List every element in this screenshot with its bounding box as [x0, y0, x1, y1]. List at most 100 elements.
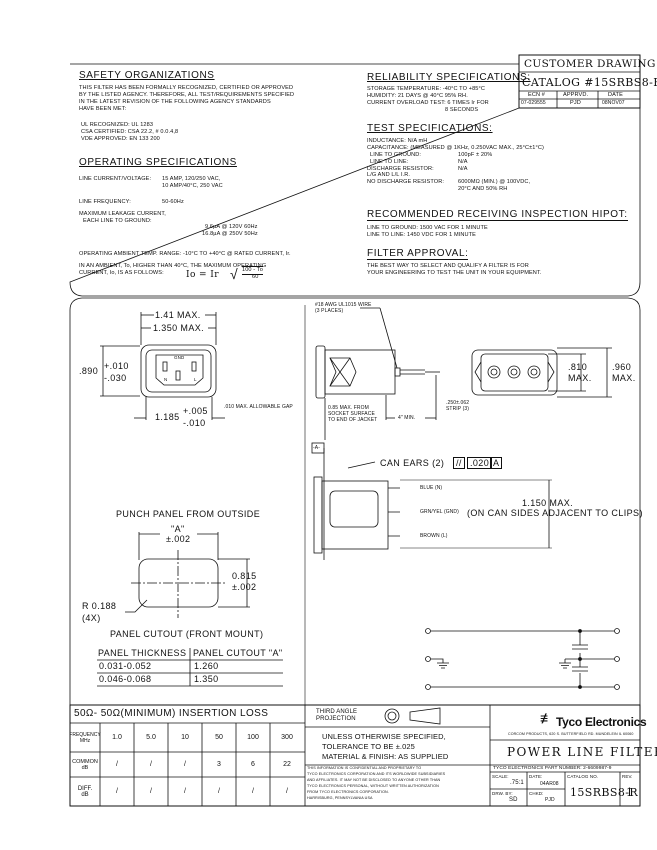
- scale-value: .75:1: [510, 780, 524, 786]
- ecn-header: ECN #: [528, 92, 545, 98]
- formula-numerator: 100 - To: [242, 266, 263, 275]
- cutout-value: 1.350: [194, 674, 219, 684]
- dim-1-350: 1.350 MAX.: [153, 323, 205, 333]
- dim-1-150-note: (ON CAN SIDES ADJACENT TO CLIPS): [467, 508, 643, 518]
- gap-note: .010 MAX. ALLOWABLE GAP: [224, 404, 293, 410]
- ambient-text: IN AN AMBIENT, To, HIGHER THAN 40°C, THE…: [79, 263, 267, 269]
- formula-denominator: 60: [252, 274, 259, 280]
- wire-grn-yel: GRN/YEL (GND): [420, 509, 459, 515]
- socket-note: TO END OF JACKET: [328, 417, 378, 423]
- safety-text: BY THE LISTED AGENCY. THEREFORE, ALL TES…: [79, 92, 295, 98]
- fcf-reference: A: [490, 457, 503, 469]
- test-row-value: 100pF ± 20%: [458, 152, 493, 158]
- rev-label: REV.: [622, 774, 633, 779]
- tolerance-note: UNLESS OTHERWISE SPECIFIED,: [322, 732, 446, 741]
- test-line: INDUCTANCE: N/A mH: [367, 138, 428, 144]
- dim-810-max: MAX.: [568, 373, 592, 383]
- label: DIFF.: [77, 785, 93, 792]
- test-row-value: N/A: [458, 166, 468, 172]
- wire-blue: BLUE (N): [420, 485, 443, 491]
- approval-line: THE BEST WAY TO SELECT AND QUALIFY A FIL…: [367, 263, 529, 269]
- test-row-label: NO DISCHARGE RESISTOR:: [367, 179, 445, 185]
- checked-label: CHKD:: [529, 791, 544, 796]
- tol-890-minus: -.030: [104, 373, 127, 383]
- catalog-value: 15SRBS8-R: [570, 786, 639, 799]
- date-header: DATE: [608, 92, 623, 98]
- dim-960: .960: [612, 362, 632, 372]
- insertion-freq-cell: 1.0: [112, 734, 122, 741]
- radius-label: R 0.188: [82, 601, 117, 611]
- test-row-label: LINE TO LINE:: [370, 159, 409, 165]
- confidential-note: TYCO ELECTRONICS CORPORATION AND ITS WOR…: [307, 772, 446, 776]
- insertion-common-cell: /: [184, 761, 186, 768]
- material-note: MATERIAL & FINISH: AS SUPPLIED: [322, 752, 449, 761]
- insertion-title: 50Ω- 50Ω(MINIMUM) INSERTION LOSS: [74, 708, 269, 719]
- a-tolerance: ±.002: [166, 534, 191, 544]
- pin-n-label: N: [164, 377, 168, 382]
- socket-note: 0.85 MAX. FROM: [328, 405, 369, 411]
- dim-890: .890: [79, 366, 99, 376]
- unit: dB: [81, 791, 89, 798]
- agency-ul: UL RECOGNIZED: UL 1283: [81, 122, 154, 128]
- wire-brown: BROWN (L): [420, 533, 448, 539]
- hipot-line: LINE TO GROUND: 1500 VAC FOR 1 MINUTE: [367, 225, 488, 231]
- wire-note: (3 PLACES): [315, 308, 344, 314]
- insertion-common-cell: 6: [251, 761, 255, 768]
- tolerance-note: TOLERANCE TO BE ±.025: [322, 742, 415, 751]
- insertion-freq-cell: 50: [215, 734, 223, 741]
- rev-value: 1: [626, 786, 634, 799]
- safety-title: SAFETY ORGANIZATIONS: [79, 70, 215, 81]
- test-row-label: L/G AND L/L I.R.: [367, 172, 411, 178]
- dim-1-150: 1.150 MAX.: [522, 498, 574, 508]
- freq-label: LINE FREQUENCY:: [79, 199, 131, 205]
- fcf-value: .020: [467, 457, 493, 469]
- operating-title: OPERATING SPECIFICATIONS: [79, 157, 237, 168]
- approval-title: FILTER APPROVAL:: [367, 248, 469, 260]
- projection-label: PROJECTION: [316, 716, 356, 722]
- drawn-by-label: DRW. BY:: [492, 791, 513, 796]
- dim-960-max: MAX.: [612, 373, 636, 383]
- customer-drawing-title: CUSTOMER DRAWING: [524, 58, 656, 70]
- unit: dB: [81, 764, 89, 771]
- reliability-line: CURRENT OVERLOAD TEST: 6 TIMES Ir FOR: [367, 100, 489, 106]
- reliability-line: HUMIDITY: 21 DAYS @ 40°C 95% RH.: [367, 93, 468, 99]
- cutout-thickness: 0.046-0.068: [99, 674, 152, 684]
- approval-line: YOUR ENGINEERING TO TEST THE UNIT IN YOU…: [367, 270, 542, 276]
- cutout-thickness: 0.031-0.052: [99, 661, 152, 671]
- dim-810: .810: [568, 362, 588, 372]
- test-row-value: 20°C AND 50% RH: [458, 186, 508, 192]
- dim-1-41: 1.41 MAX.: [155, 310, 201, 320]
- cutout-value: 1.260: [194, 661, 219, 671]
- catalog-number: CATALOG #15SRBS8-R: [522, 76, 657, 89]
- ambient-text: OPERATING AMBIENT TEMP. RANGE: -10°C TO …: [79, 251, 291, 257]
- label: FREQUENCY: [69, 731, 101, 738]
- ambient-text: CURRENT, Io, IS AS FOLLOWS:: [79, 270, 164, 276]
- radius-count: (4X): [82, 613, 101, 623]
- top-panel-border: [69, 63, 641, 297]
- confidential-note: TYCO ELECTRONICS PERSONAL, WITHOUT WRITT…: [307, 784, 439, 788]
- punch-title: PUNCH PANEL FROM OUTSIDE: [116, 509, 261, 519]
- tol-1185-minus: -.010: [183, 418, 206, 428]
- insertion-freq-cell: 100: [247, 734, 259, 741]
- tyco-logo-mark: ≢: [540, 710, 555, 726]
- tol-815: ±.002: [232, 582, 257, 592]
- drawn-by-value: SD: [509, 797, 518, 803]
- agency-vde: VDE APPROVED: EN 133 200: [81, 136, 160, 142]
- pin-gnd-label: GND: [174, 355, 185, 360]
- dim-1-185: 1.185: [155, 412, 180, 422]
- test-line: CAPACITANCE: (MEASURED @ 1KHz, 0.250VAC …: [367, 145, 544, 151]
- projection-label: THIRD ANGLE: [316, 709, 358, 715]
- part-number: TYCO ELECTRONICS PART NUMBER: 2-6609987-…: [493, 766, 612, 771]
- strip-note: .250±.062: [446, 400, 470, 406]
- a-label: "A": [171, 524, 185, 534]
- company-address: CORCOM PRODUCTS, 620 S. BUTTERFIELD RD. …: [508, 732, 634, 736]
- socket-note: SOCKET SURFACE: [328, 411, 375, 417]
- test-row-label: LINE TO GROUND:: [370, 152, 422, 158]
- leak-value: 9.6µA @ 120V 60Hz: [205, 224, 258, 230]
- date-label: DATE:: [529, 774, 543, 779]
- confidential-note: FROM TYCO ELECTRONICS CORPORATION.: [307, 790, 389, 794]
- insertion-common-cell: 22: [283, 761, 291, 768]
